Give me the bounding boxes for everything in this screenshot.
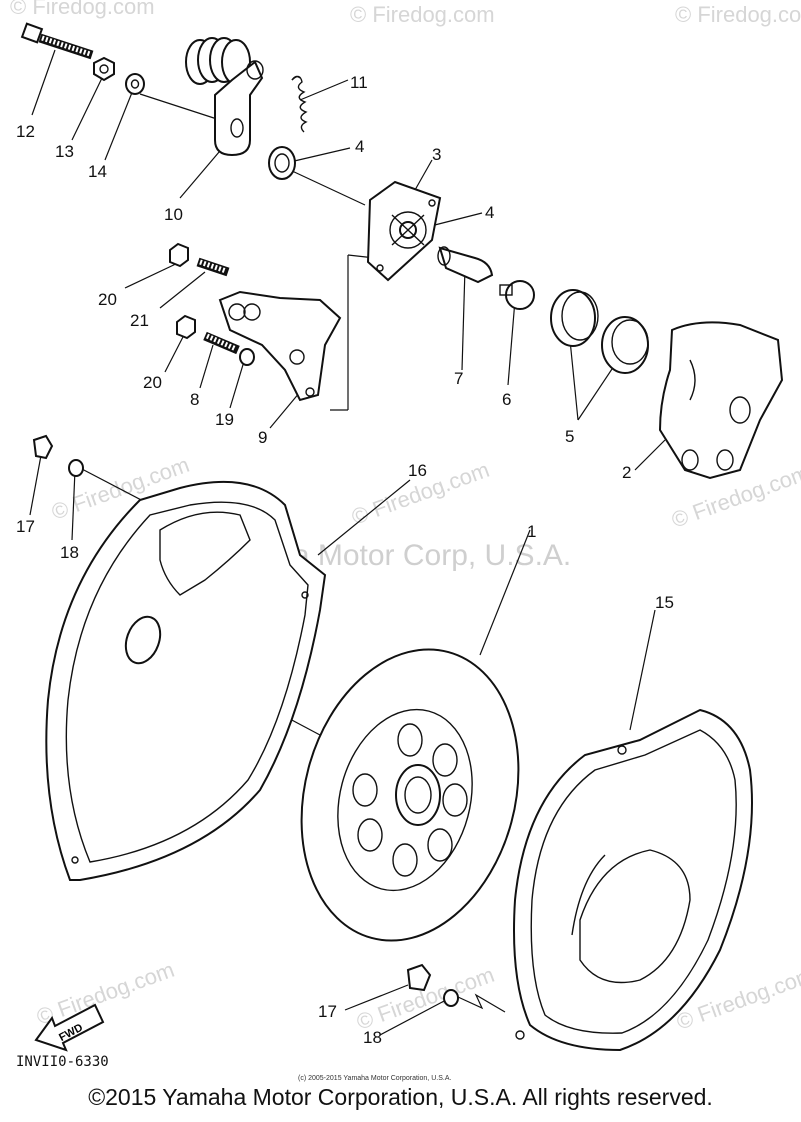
nut-part-20-upper (169, 242, 189, 268)
watermark-firedog-top-mid: © Firedog.com (350, 2, 495, 27)
callout-2: 2 (622, 463, 631, 482)
callout-18-upper: 18 (60, 543, 79, 562)
callout-10: 10 (164, 205, 183, 224)
diagram-part-number: INVII0-6330 (16, 1054, 109, 1070)
housing-part-3 (366, 180, 442, 282)
washer-part-19 (239, 348, 255, 366)
callout-6: 6 (502, 390, 511, 409)
callout-4-upper: 4 (355, 137, 364, 156)
pin-part-6 (499, 280, 535, 310)
callout-8: 8 (190, 390, 199, 409)
seal-part-4-upper (268, 146, 296, 180)
nut-part-20-lower (176, 314, 196, 340)
footer-copyright: ©2015 Yamaha Motor Corporation, U.S.A. A… (88, 1084, 713, 1110)
callout-11: 11 (350, 73, 368, 92)
callout-18-lower: 18 (363, 1028, 382, 1047)
callout-12: 12 (16, 122, 35, 141)
callout-13: 13 (55, 142, 74, 161)
bolt-part-17-lower (406, 963, 432, 992)
callout-17-lower: 17 (318, 1002, 337, 1021)
dust-cover-part-15 (513, 708, 753, 1052)
caliper-part-2 (658, 321, 784, 480)
cam-shaft-part-7 (437, 246, 494, 284)
bolt-part-17-upper (32, 434, 54, 460)
bolt-part-8 (203, 331, 240, 355)
brake-disc-part-1 (300, 648, 520, 942)
piston-part-5-b (601, 316, 649, 374)
callout-20-upper: 20 (98, 290, 117, 309)
callout-1: 1 (527, 522, 536, 541)
callout-20-lower: 20 (143, 373, 162, 392)
bracket-part-9 (218, 290, 342, 402)
callout-16: 16 (408, 461, 427, 480)
callout-21: 21 (130, 311, 149, 330)
nut-part-13 (93, 56, 115, 82)
dust-cover-part-16 (45, 480, 327, 881)
stud-part-21 (196, 257, 230, 277)
washer-part-18-upper (68, 459, 84, 477)
watermark-firedog-top-left: © Firedog.com (10, 0, 155, 19)
callout-17-upper: 17 (16, 517, 35, 536)
callout-numbers: 1 2 3 4 4 5 6 7 8 9 10 11 12 13 14 15 16… (16, 73, 674, 1047)
washer-part-18-lower (443, 989, 459, 1007)
bolt-part-12 (20, 22, 94, 60)
piston-part-5-a (550, 289, 599, 347)
callout-5: 5 (565, 427, 574, 446)
watermark-firedog-bottom-left: © Firedog.com (33, 957, 177, 1030)
washer-part-14 (125, 73, 145, 95)
callout-7: 7 (454, 369, 463, 388)
spring-part-11 (291, 75, 308, 133)
callout-9: 9 (258, 428, 267, 447)
small-copyright: (c) 2005-2015 Yamaha Motor Corporation, … (298, 1075, 451, 1082)
callout-4-lower: 4 (485, 203, 494, 222)
callout-3: 3 (432, 145, 441, 164)
callout-19: 19 (215, 410, 234, 429)
watermark-firedog-top-right: © Firedog.com (675, 2, 801, 27)
brake-arm-part-10 (185, 37, 264, 157)
callout-14: 14 (88, 162, 107, 181)
callout-15: 15 (655, 593, 674, 612)
